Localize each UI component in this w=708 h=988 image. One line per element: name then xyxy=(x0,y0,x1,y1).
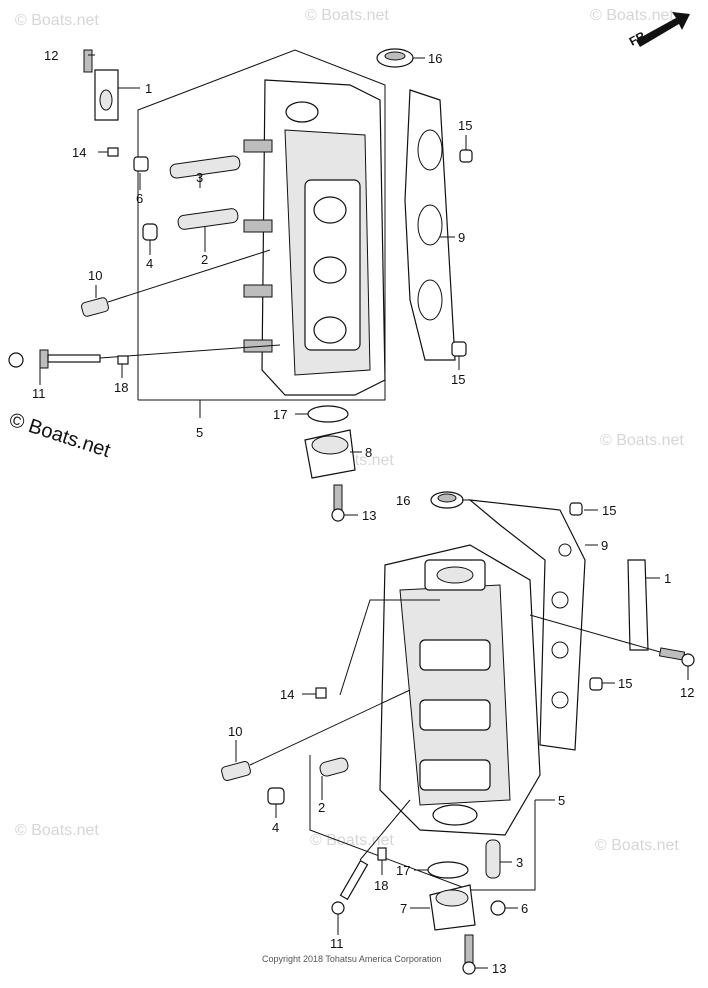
callout-16: 16 xyxy=(428,51,442,66)
callout-3: 3 xyxy=(196,170,203,185)
callout-16: 16 xyxy=(396,493,410,508)
callout-6: 6 xyxy=(136,191,143,206)
front-arrow-icon: FR. xyxy=(627,12,690,49)
watermark: © Boats.net xyxy=(600,432,684,449)
top-assembly: 12 1 16 15 14 3 6 9 4 2 10 11 18 15 5 17… xyxy=(8,48,473,523)
callout-3: 3 xyxy=(516,855,523,870)
callout-15: 15 xyxy=(602,503,616,518)
callout-15b: 15 xyxy=(451,372,465,387)
callout-4: 4 xyxy=(272,820,279,835)
callout-2: 2 xyxy=(201,252,208,267)
watermark-main: © Boats.net xyxy=(6,409,113,462)
callout-9: 9 xyxy=(458,230,465,245)
callout-11: 11 xyxy=(330,936,344,951)
callout-13: 13 xyxy=(362,508,376,523)
watermark: © Boats.net xyxy=(305,7,389,24)
callout-13: 13 xyxy=(492,961,506,976)
callout-4: 4 xyxy=(146,256,153,271)
callout-12: 12 xyxy=(44,48,58,63)
watermark: © Boats.net xyxy=(590,7,674,24)
callout-14: 14 xyxy=(280,687,294,702)
cylinder-head-bottom xyxy=(379,544,541,836)
callout-1: 1 xyxy=(664,571,671,586)
callout-2: 2 xyxy=(318,800,325,815)
callout-8: 8 xyxy=(365,445,372,460)
front-indicator: FR. xyxy=(627,27,651,48)
callout-9: 9 xyxy=(601,538,608,553)
bottom-assembly: 16 15 9 1 15 12 14 10 2 4 5 3 17 18 7 6 … xyxy=(221,491,695,976)
callout-12: 12 xyxy=(680,685,694,700)
copyright-notice: Copyright 2018 Tohatsu America Corporati… xyxy=(262,954,441,964)
bracket-bottom xyxy=(627,559,649,651)
callout-18: 18 xyxy=(374,878,388,893)
callout-18: 18 xyxy=(114,380,128,395)
callout-17: 17 xyxy=(396,863,410,878)
callout-11: 11 xyxy=(32,386,46,401)
callout-5: 5 xyxy=(558,793,565,808)
watermark: © Boats.net xyxy=(595,837,679,854)
cylinder-head-top xyxy=(243,79,386,396)
callout-10: 10 xyxy=(228,724,242,739)
watermark: © Boats.net xyxy=(15,12,99,29)
callout-14: 14 xyxy=(72,145,86,160)
callout-17: 17 xyxy=(273,407,287,422)
callout-7: 7 xyxy=(400,901,407,916)
head-gasket-bottom xyxy=(468,499,586,751)
watermark: © Boats.net xyxy=(15,822,99,839)
callout-6: 6 xyxy=(521,901,528,916)
callout-15b: 15 xyxy=(618,676,632,691)
callout-15: 15 xyxy=(458,118,472,133)
head-gasket-top xyxy=(404,89,456,361)
callout-5: 5 xyxy=(196,425,203,440)
callout-10: 10 xyxy=(88,268,102,283)
callout-1: 1 xyxy=(145,81,152,96)
